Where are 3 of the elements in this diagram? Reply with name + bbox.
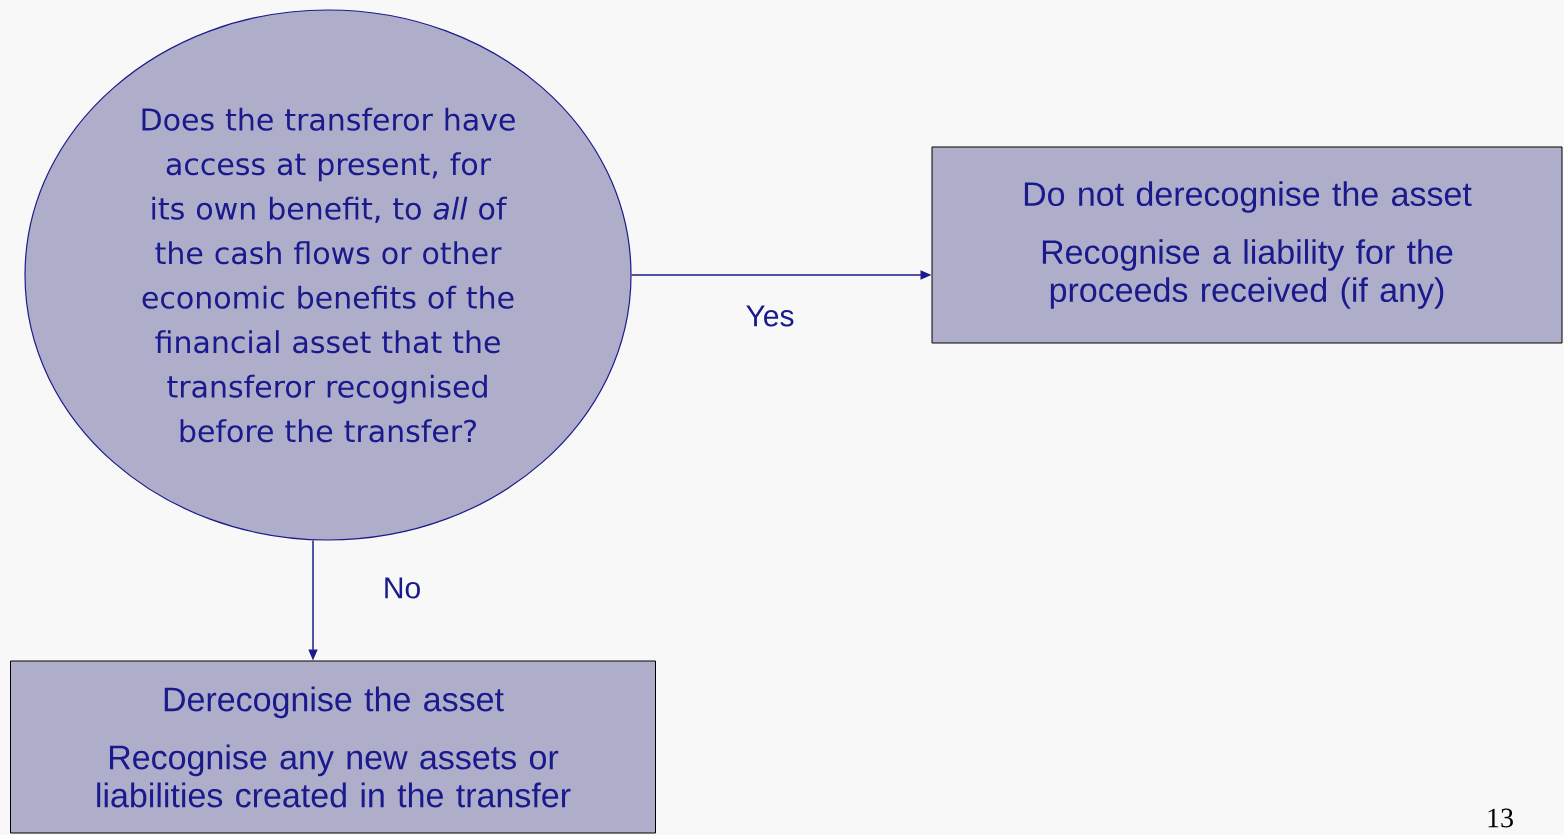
outcome-box: Derecognise the asset Recognise any new assets or liabilities created in the transfer [10, 660, 656, 834]
page-number: 13 [1488, 808, 1513, 828]
outcome-box: Do not derecognise the asset Recognise a liability for the proceeds received (if any) [931, 146, 1563, 344]
